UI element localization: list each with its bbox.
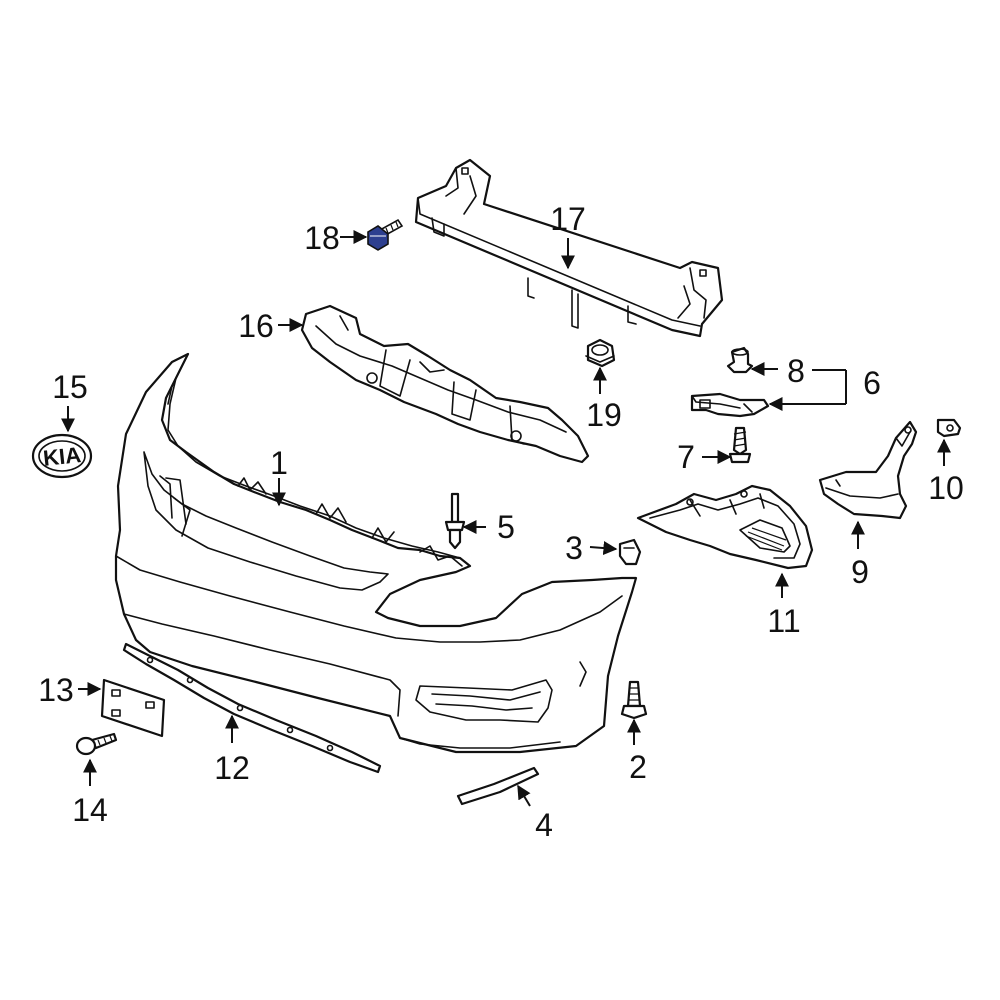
part-2-bolt[interactable] — [620, 680, 648, 720]
part-14-screw[interactable] — [75, 732, 118, 756]
leader-4 — [517, 784, 531, 807]
callout-18: 18 — [304, 220, 340, 256]
callout-1: 1 — [270, 445, 288, 481]
part-13-license-bracket[interactable] — [100, 678, 166, 738]
leader-3 — [589, 541, 618, 556]
part-8-clip[interactable] — [726, 346, 754, 374]
callout-7: 7 — [677, 439, 695, 475]
callout-4: 4 — [535, 807, 553, 843]
part-12-lower-molding[interactable] — [122, 642, 382, 774]
part-19-nut[interactable] — [585, 338, 616, 368]
part-4-lower-trim-strip[interactable] — [456, 766, 540, 806]
part-1-bumper-cover[interactable] — [114, 352, 638, 754]
emblem-text: KIA — [42, 442, 82, 471]
callout-9: 9 — [851, 554, 869, 590]
callout-13: 13 — [38, 672, 74, 708]
part-18-bolt[interactable] — [367, 218, 404, 251]
callout-2: 2 — [629, 749, 647, 785]
callout-5: 5 — [497, 509, 515, 545]
callout-3: 3 — [565, 530, 583, 566]
part-6-bracket[interactable] — [690, 392, 770, 418]
part-3-clip[interactable] — [618, 538, 642, 566]
callout-12: 12 — [214, 750, 250, 786]
part-9-side-bracket[interactable] — [818, 420, 918, 520]
callout-6: 6 — [863, 365, 881, 401]
part-10-clip-nut[interactable] — [936, 418, 962, 438]
callout-11: 11 — [767, 603, 800, 639]
part-16-energy-absorber[interactable] — [300, 304, 590, 464]
callout-14: 14 — [72, 792, 108, 828]
part-11-fog-lamp-cover[interactable] — [636, 484, 814, 570]
part-15-emblem[interactable]: KIA — [31, 433, 93, 479]
callout-15: 15 — [52, 369, 88, 405]
callout-labels: 1 2 3 4 5 6 7 8 9 10 11 12 13 14 15 16 1… — [38, 201, 964, 843]
part-7-screw[interactable] — [728, 426, 752, 464]
part-5-push-pin[interactable] — [444, 492, 466, 550]
callout-19: 19 — [586, 397, 622, 433]
leader-lines — [61, 230, 951, 807]
callout-16: 16 — [238, 308, 274, 344]
callout-17: 17 — [550, 201, 586, 237]
callout-8: 8 — [787, 353, 805, 389]
callout-10: 10 — [928, 470, 964, 506]
